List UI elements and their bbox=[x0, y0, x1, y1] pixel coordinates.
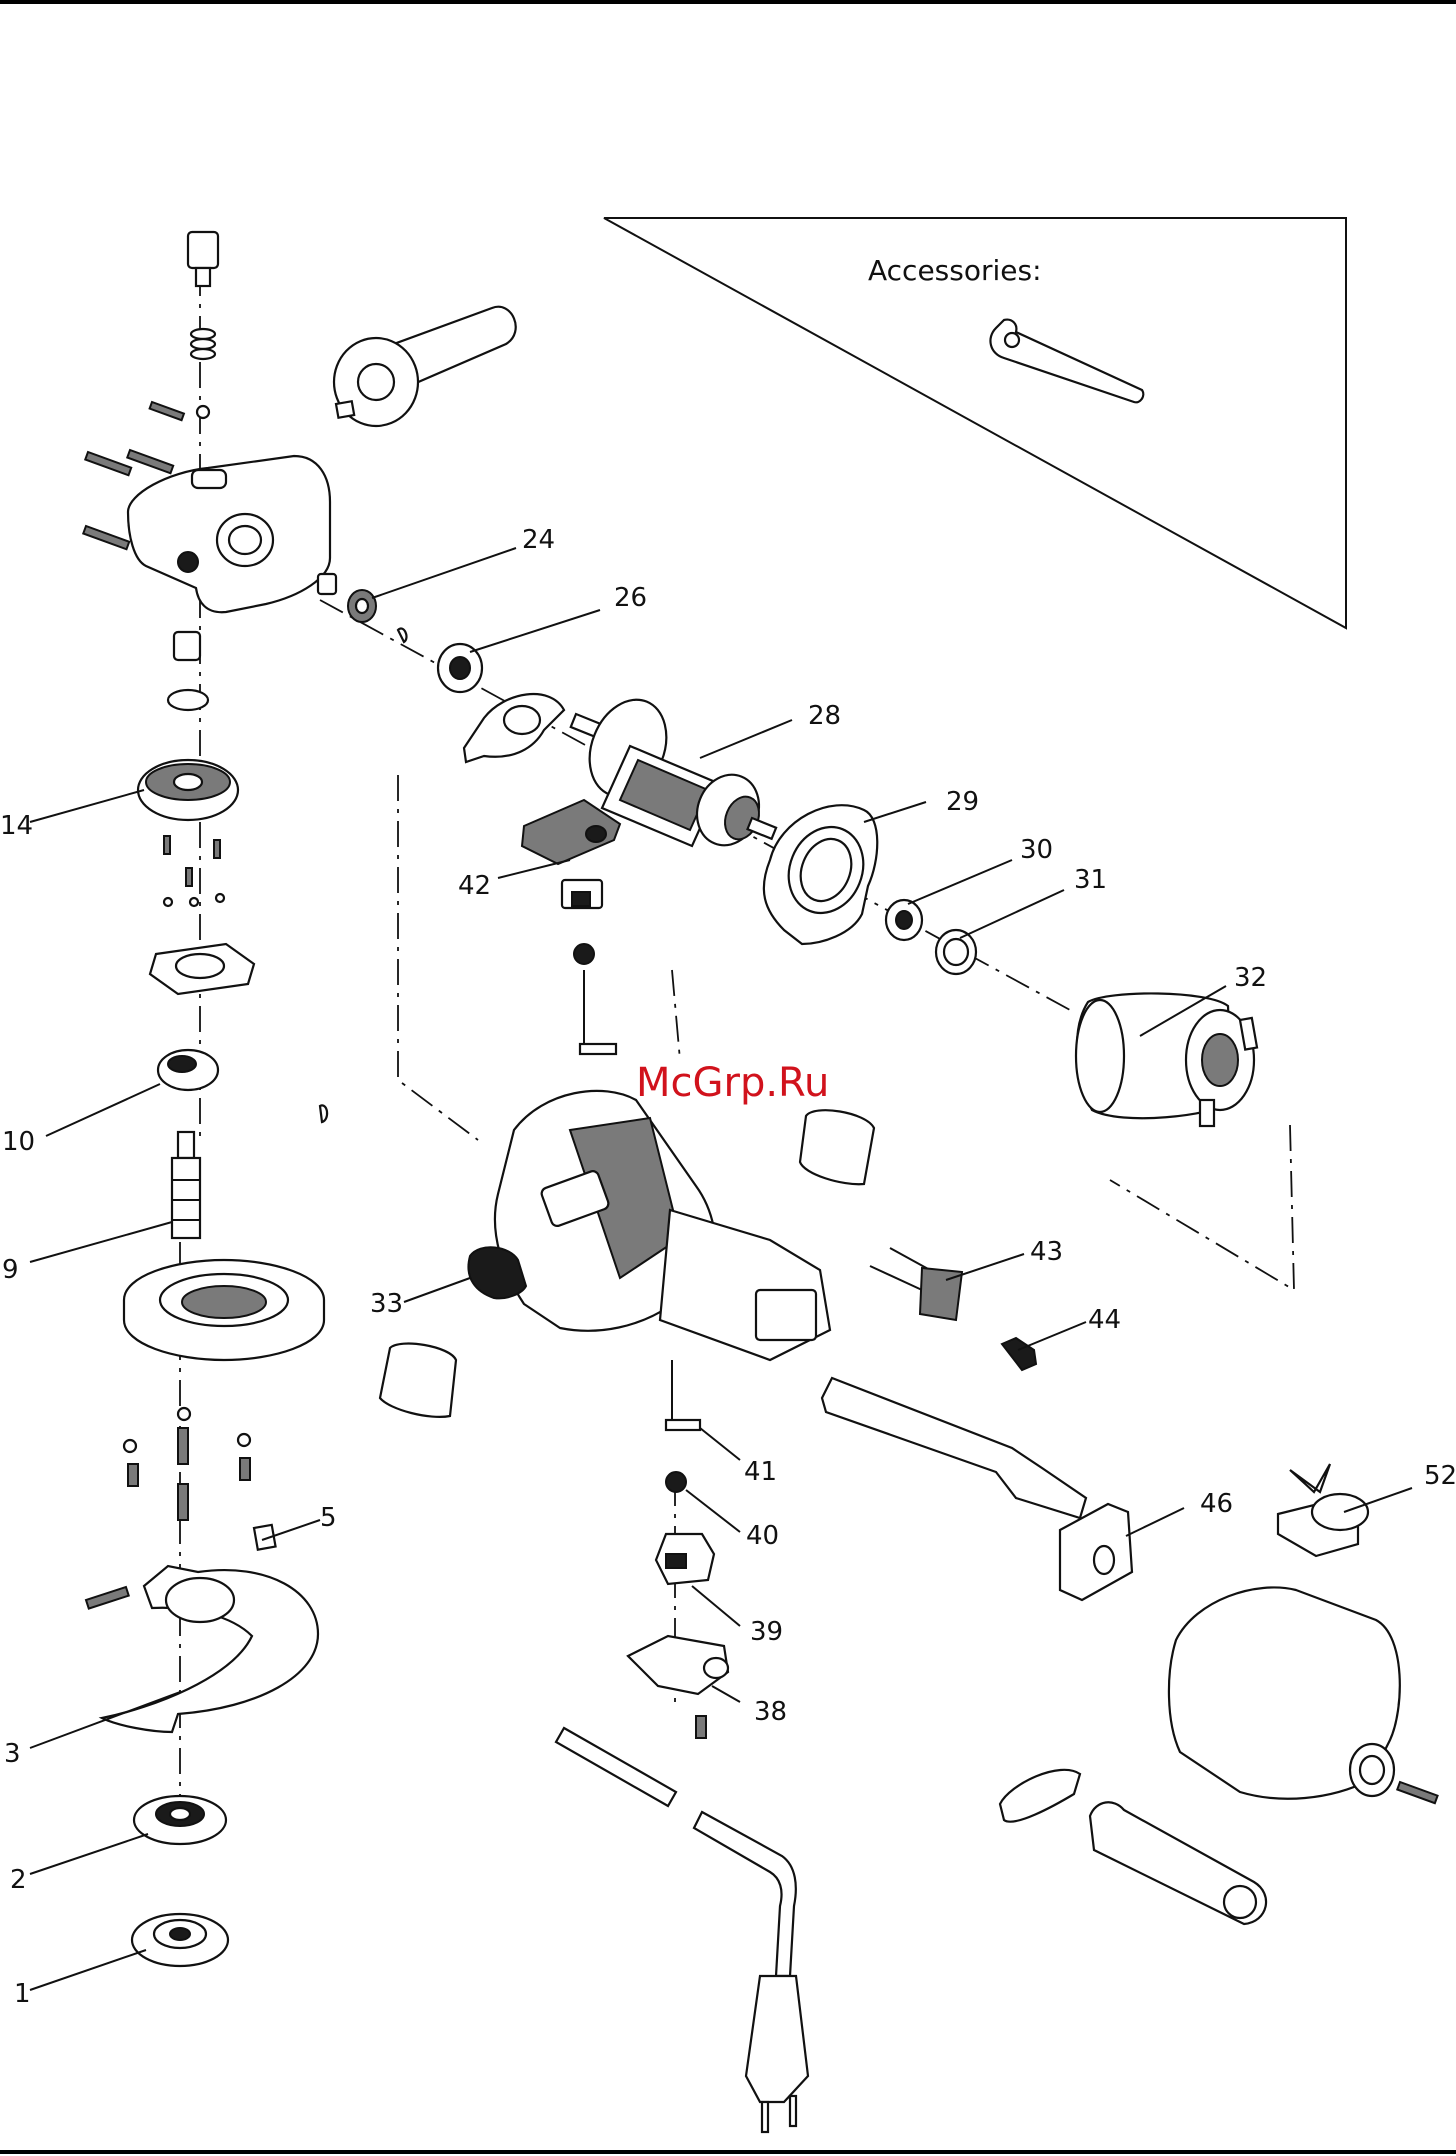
callout-10: 10 bbox=[2, 1127, 35, 1157]
part-capacitor bbox=[870, 1248, 962, 1320]
part-clamp-nut bbox=[132, 1914, 228, 1966]
part-spindle bbox=[172, 1132, 200, 1238]
part-speed-control bbox=[1278, 1464, 1368, 1556]
part-bevel-gear bbox=[138, 760, 238, 820]
callout-28: 28 bbox=[808, 701, 841, 731]
part-pinion-gear bbox=[348, 590, 376, 622]
callout-2: 2 bbox=[10, 1865, 27, 1895]
accessories-panel: Accessories: bbox=[604, 218, 1346, 628]
part-brush-holder-lower bbox=[656, 1534, 714, 1584]
part-inner-flange bbox=[134, 1796, 226, 1844]
callout-9: 9 bbox=[2, 1255, 19, 1285]
part-brush-cap-screw bbox=[696, 1716, 706, 1738]
callout-43: 43 bbox=[1030, 1237, 1063, 1267]
part-cover-screws bbox=[124, 1408, 250, 1520]
part-stator bbox=[1076, 993, 1257, 1126]
part-wheel-guard bbox=[86, 1566, 318, 1732]
callout-41: 41 bbox=[744, 1457, 777, 1487]
callout-38: 38 bbox=[754, 1697, 787, 1727]
part-bearing-sleeve-31 bbox=[936, 930, 976, 974]
part-brush-spring-lower bbox=[666, 1472, 686, 1492]
callout-44: 44 bbox=[1088, 1305, 1121, 1335]
part-bearing-plate-screws bbox=[164, 836, 224, 906]
part-label-left bbox=[380, 1344, 456, 1417]
wrench-icon bbox=[990, 320, 1143, 403]
callout-46: 46 bbox=[1200, 1489, 1233, 1519]
callout-14: 14 bbox=[0, 811, 33, 841]
callout-39: 39 bbox=[750, 1617, 783, 1647]
callout-29: 29 bbox=[946, 787, 979, 817]
part-nut-24 bbox=[318, 574, 336, 594]
callout-5: 5 bbox=[320, 1503, 337, 1533]
part-needle-bearing bbox=[174, 632, 200, 660]
part-ball-bearing-10 bbox=[158, 1050, 218, 1090]
part-cord-clamp bbox=[1000, 1770, 1080, 1822]
part-power-cord bbox=[556, 1728, 808, 2132]
part-label-right bbox=[800, 1110, 874, 1184]
part-gear-housing bbox=[128, 456, 330, 612]
callout-40: 40 bbox=[746, 1521, 779, 1551]
part-ball-bearing-30 bbox=[886, 900, 922, 940]
part-key-small bbox=[398, 629, 406, 642]
part-switch-box bbox=[1060, 1504, 1132, 1600]
part-bearing-plate bbox=[150, 944, 254, 994]
callout-3: 3 bbox=[4, 1739, 21, 1769]
part-brush-lead-upper bbox=[580, 970, 616, 1054]
part-spindle-lock-pin bbox=[188, 232, 218, 359]
callout-24: 24 bbox=[522, 525, 555, 555]
part-brush-holder-upper bbox=[562, 880, 602, 908]
part-baffle-plate bbox=[464, 694, 564, 762]
callout-33: 33 bbox=[370, 1289, 403, 1319]
watermark: McGrp.Ru bbox=[636, 1060, 829, 1106]
part-rear-grip bbox=[1090, 1802, 1266, 1924]
part-retaining-ring bbox=[168, 690, 208, 710]
callout-26: 26 bbox=[614, 583, 647, 613]
callout-30: 30 bbox=[1020, 835, 1053, 865]
part-fan-baffle bbox=[764, 805, 877, 944]
part-bearing-cover bbox=[124, 1260, 324, 1360]
part-brush-lead-lower bbox=[666, 1360, 700, 1430]
part-switch-rod bbox=[822, 1378, 1086, 1518]
part-cable-clip bbox=[1002, 1338, 1036, 1370]
callout-1: 1 bbox=[14, 1979, 31, 2009]
callout-31: 31 bbox=[1074, 865, 1107, 895]
callout-42: 42 bbox=[458, 871, 491, 901]
accessories-label: Accessories: bbox=[868, 254, 1042, 287]
part-side-handle bbox=[334, 307, 516, 426]
callout-32: 32 bbox=[1234, 963, 1267, 993]
part-brush-cap-lower bbox=[628, 1636, 728, 1694]
part-rear-housing bbox=[1169, 1587, 1438, 1803]
part-brush-spring-upper bbox=[574, 944, 594, 964]
callout-52: 52 bbox=[1424, 1461, 1456, 1491]
part-motor-housing bbox=[495, 1091, 830, 1360]
part-key bbox=[320, 1105, 327, 1122]
